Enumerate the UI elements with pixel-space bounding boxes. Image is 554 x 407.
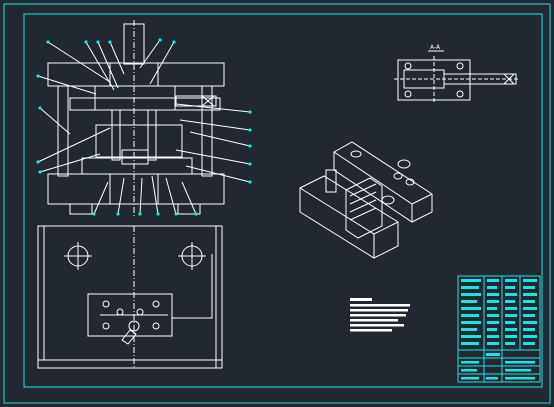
parts-list-rows (461, 279, 537, 345)
upper-die-plate (47, 62, 225, 87)
support-foot-left (69, 203, 93, 215)
part-leader-lines (37, 39, 251, 215)
iso-top-block (333, 141, 433, 223)
strip-feed-line (172, 254, 213, 319)
stopper-pin (121, 329, 137, 345)
title-block[interactable] (457, 275, 541, 383)
technical-notes (350, 298, 410, 332)
part-balloons[interactable] (36, 38, 252, 216)
outer-border (3, 3, 551, 404)
support-foot-right (177, 203, 201, 215)
inner-border (23, 13, 543, 388)
guide-post-right (201, 85, 213, 177)
iso-column-left (325, 169, 337, 193)
iso-base (299, 175, 399, 259)
punch-2 (147, 109, 157, 161)
punch-1 (111, 109, 121, 161)
isometric-view[interactable] (299, 141, 433, 259)
section-label: A-A (430, 44, 441, 51)
die-block-plan (87, 293, 173, 337)
die-insert (121, 149, 149, 165)
lower-die-plate (47, 173, 225, 205)
die-plate (81, 157, 193, 175)
lower-plate-outline (37, 225, 223, 369)
title-block-footer (461, 353, 535, 380)
title-block-frame (457, 275, 541, 383)
section-a-a-view[interactable]: A-A (394, 44, 520, 104)
iso-column-block (345, 177, 383, 239)
punch-plate (69, 97, 221, 111)
guide-post-left (57, 85, 69, 177)
stripper-plate (95, 124, 183, 158)
top-plan-view[interactable] (37, 225, 223, 369)
front-section-view[interactable] (47, 20, 225, 218)
